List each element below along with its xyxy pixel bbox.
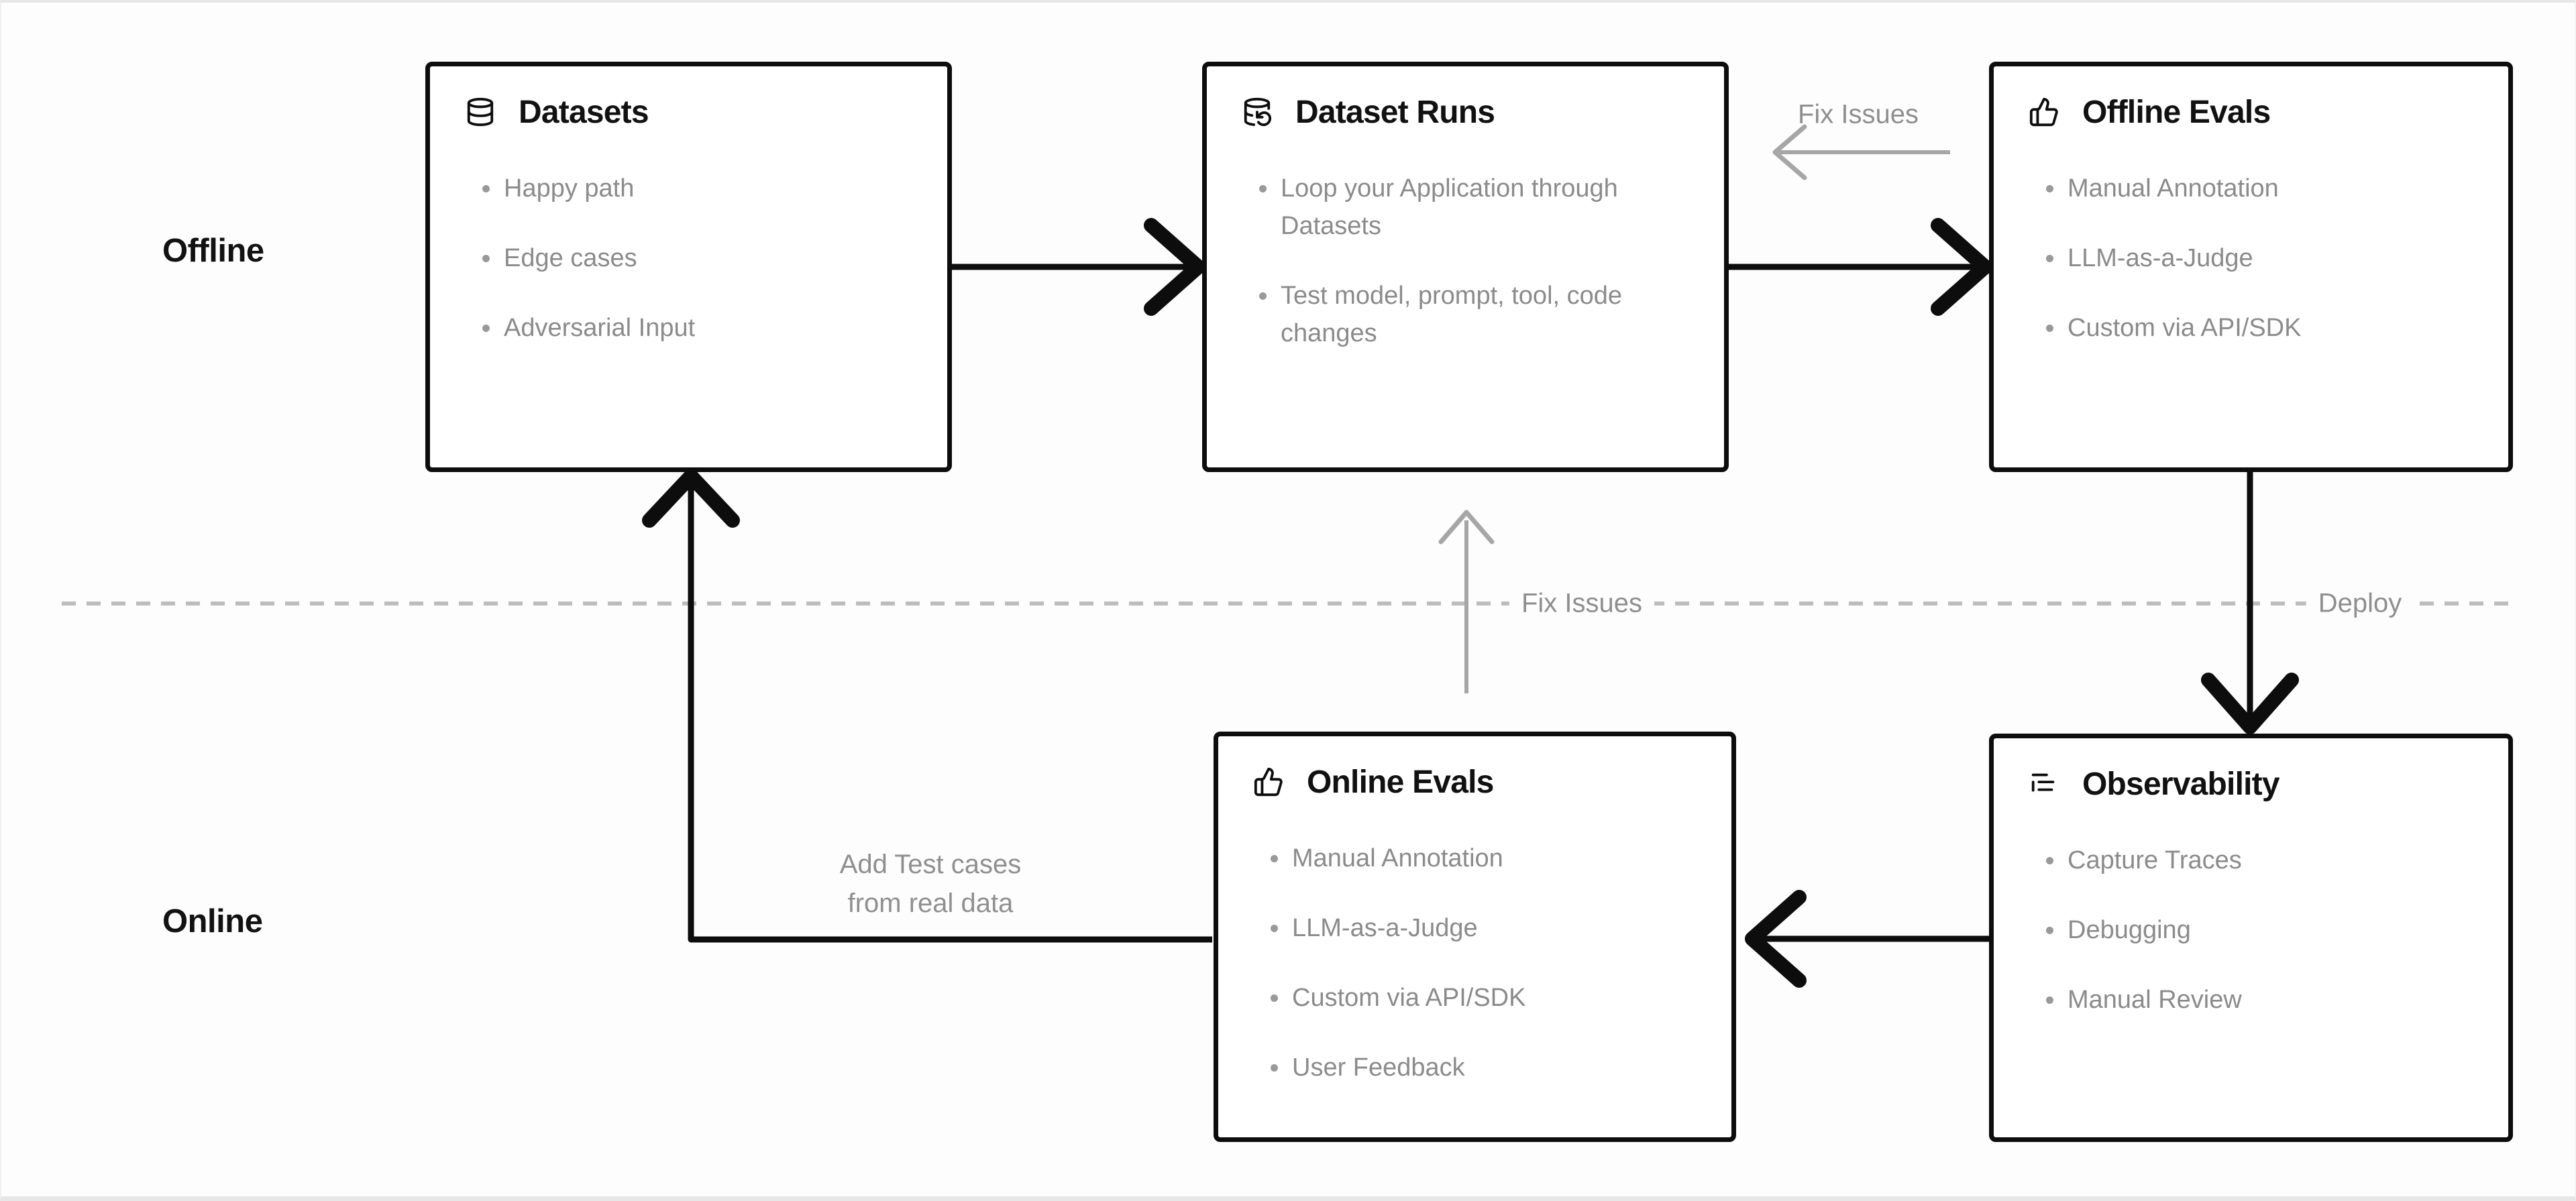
- node-dataset-runs-bullets: Loop your Application through Datasets T…: [1242, 170, 1697, 352]
- node-dataset-runs: Dataset Runs Loop your Application throu…: [1202, 62, 1729, 472]
- bullet-item: Manual Annotation: [2046, 170, 2481, 207]
- trace-list-icon: [2029, 768, 2059, 799]
- node-observability: Observability Capture Traces Debugging M…: [1989, 734, 2513, 1142]
- bullet-item: Loop your Application through Datasets: [1259, 170, 1643, 245]
- database-icon: [465, 97, 496, 127]
- arrowhead-fix-issues-top: [1772, 124, 1807, 180]
- edge-label-fix-issues-middle: Fix Issues: [1509, 584, 1655, 623]
- node-offline-evals-header: Offline Evals: [2029, 93, 2481, 131]
- thumbs-up-icon: [1253, 766, 1284, 797]
- node-online-evals-header: Online Evals: [1253, 763, 1705, 801]
- node-datasets-title: Datasets: [519, 94, 649, 130]
- bullet-item: Edge cases: [482, 239, 920, 277]
- arrowhead-fix-issues-middle: [1438, 510, 1495, 545]
- lane-label-offline: Offline: [162, 233, 264, 269]
- edge-online-evals-to-datasets: [688, 483, 1212, 943]
- bullet-item: Happy path: [482, 170, 920, 207]
- node-datasets-header: Datasets: [465, 93, 920, 131]
- arrowhead-offline-evals-to-observability: [2201, 673, 2299, 734]
- bullet-item: Adversarial Input: [482, 309, 920, 347]
- edge-label-add-test-cases: Add Test cases from real data: [840, 845, 1022, 923]
- edge-label-fix-issues-top: Fix Issues: [1797, 99, 1919, 129]
- node-online-evals-bullets: Manual Annotation LLM-as-a-Judge Custom …: [1253, 840, 1705, 1086]
- edge-label-add-test-cases-line1: Add Test cases: [839, 850, 1022, 879]
- edge-label-add-test-cases-line2: from real data: [847, 889, 1014, 918]
- bullet-item: Debugging: [2046, 911, 2481, 949]
- node-datasets-bullets: Happy path Edge cases Adversarial Input: [465, 170, 920, 347]
- arrowhead-observability-to-online-evals: [1745, 890, 1807, 988]
- node-offline-evals-bullets: Manual Annotation LLM-as-a-Judge Custom …: [2029, 170, 2481, 347]
- bullet-item: Capture Traces: [2046, 842, 2481, 879]
- bullet-item: Test model, prompt, tool, code changes: [1259, 277, 1643, 352]
- bullet-item: LLM-as-a-Judge: [1271, 909, 1705, 947]
- arrowhead-datasets-to-dataset-runs: [1144, 218, 1205, 316]
- connector-layer: [62, 124, 2518, 988]
- node-offline-evals: Offline Evals Manual Annotation LLM-as-a…: [1989, 62, 2513, 472]
- bullet-item: User Feedback: [1271, 1049, 1705, 1086]
- bullet-item: Custom via API/SDK: [2046, 309, 2481, 347]
- node-observability-title: Observability: [2082, 766, 2280, 802]
- node-online-evals: Online Evals Manual Annotation LLM-as-a-…: [1214, 732, 1736, 1142]
- database-backup-icon: [1242, 97, 1273, 127]
- node-observability-header: Observability: [2029, 765, 2481, 803]
- bullet-item: Manual Annotation: [1271, 840, 1705, 877]
- lane-label-online: Online: [162, 903, 263, 939]
- node-online-evals-title: Online Evals: [1307, 764, 1494, 800]
- node-dataset-runs-title: Dataset Runs: [1295, 94, 1495, 130]
- edge-label-deploy: Deploy: [2306, 584, 2414, 623]
- bullet-item: LLM-as-a-Judge: [2046, 239, 2481, 277]
- node-dataset-runs-header: Dataset Runs: [1242, 93, 1697, 131]
- bullet-item: Manual Review: [2046, 981, 2481, 1019]
- arrowhead-dataset-runs-to-offline-evals: [1931, 218, 1992, 316]
- node-offline-evals-title: Offline Evals: [2082, 94, 2271, 130]
- arrowhead-online-evals-to-datasets: [642, 469, 740, 528]
- bullet-item: Custom via API/SDK: [1271, 979, 1705, 1017]
- node-datasets: Datasets Happy path Edge cases Adversari…: [425, 62, 952, 472]
- thumbs-up-icon: [2029, 97, 2059, 127]
- node-observability-bullets: Capture Traces Debugging Manual Review: [2029, 842, 2481, 1019]
